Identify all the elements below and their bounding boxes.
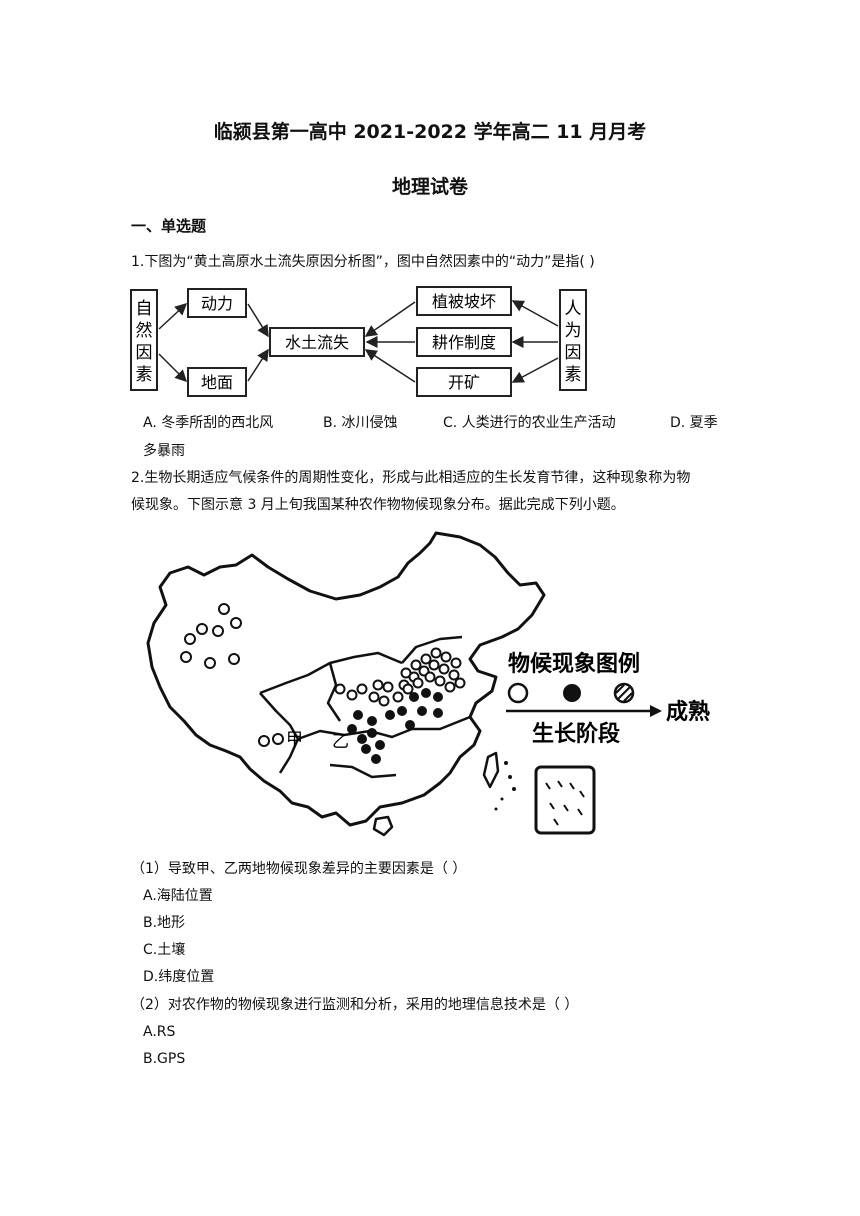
filled-circles-central — [347, 688, 443, 764]
q2-sub1-option-b: B.地形 — [143, 915, 186, 931]
human-char-2: 因 — [565, 343, 582, 363]
legend-arrow-end: 成熟 — [666, 699, 710, 725]
label-jia: 甲 — [286, 730, 303, 750]
q1-option-d-cont: 多暴雨 — [143, 443, 185, 459]
legend-arrow-label: 生长阶段 — [532, 721, 620, 747]
q2-sub1-option-d: D.纬度位置 — [143, 969, 215, 985]
power-label: 动力 — [201, 294, 233, 313]
china-outline — [146, 531, 546, 827]
q2-stem-line1: 2.生物长期适应气候条件的周期性变化，形成与此相适应的生长发育节律，这种现象称为… — [131, 470, 691, 486]
legend-arrowhead — [650, 705, 662, 717]
exam-title: 临颍县第一高中 2021-2022 学年高二 11 月月考 — [213, 121, 647, 143]
farming-box — [416, 327, 512, 357]
q1-option-a: A. 冬季所刮的西北风 — [143, 415, 274, 431]
taiwan-island — [482, 751, 500, 789]
section-heading: 一、单选题 — [131, 217, 207, 235]
open-circles-north — [334, 647, 466, 707]
label-yi: 乙 — [332, 732, 349, 752]
vegetation-box — [416, 286, 512, 316]
natural-factors-box: 自 然 因 素 — [130, 289, 158, 391]
south-sea-inset — [534, 765, 596, 835]
q2-sub1-stem: （1）导致甲、乙两地物候现象差异的主要因素是（ ） — [131, 861, 467, 877]
farming-label: 耕作制度 — [432, 333, 496, 352]
q2-sub2-option-b: B.GPS — [143, 1051, 186, 1067]
power-box — [187, 288, 247, 318]
hainan-island — [372, 815, 394, 837]
human-char-0: 人 — [565, 299, 582, 319]
legend-title: 物候现象图例 — [508, 651, 640, 677]
q1-cause-diagram: 自 然 因 素 人 为 因 素 动力 地面 水土流失 植被坡坏 耕作制度 开矿 — [130, 286, 587, 397]
ground-box — [187, 367, 247, 397]
human-factors-box: 人 为 因 素 — [559, 289, 587, 391]
natural-char-2: 因 — [136, 343, 153, 363]
q2-sub1-option-a: A.海陆位置 — [143, 888, 213, 904]
q1-stem: 1.下图为“黄土高原水土流失原因分析图”，图中自然因素中的“动力”是指( ) — [131, 254, 595, 270]
q2-sub1-option-c: C.土壤 — [143, 942, 186, 958]
natural-char-1: 然 — [136, 321, 153, 341]
vegetation-label: 植被坡坏 — [432, 292, 496, 311]
natural-char-3: 素 — [136, 365, 153, 385]
legend-filled-circle — [563, 684, 581, 702]
human-char-3: 素 — [565, 365, 582, 385]
mining-box — [416, 367, 512, 397]
q2-stem-line2: 候现象。下图示意 3 月上旬我国某种农作物物候现象分布。据此完成下列小题。 — [131, 497, 625, 513]
ground-label: 地面 — [201, 373, 233, 392]
legend-open-circle — [507, 682, 529, 704]
natural-char-0: 自 — [136, 299, 153, 319]
diagram-arrows — [158, 300, 559, 383]
soil-erosion-label: 水土流失 — [285, 333, 349, 352]
mining-label: 开矿 — [448, 373, 480, 392]
open-circles-west — [180, 603, 284, 747]
q1-option-b: B. 冰川侵蚀 — [323, 415, 398, 431]
phenology-map: 甲 乙 物候现象图例 成熟 生长阶段 — [146, 531, 710, 837]
human-char-1: 为 — [565, 321, 582, 341]
legend-hatched-circle — [613, 682, 635, 704]
soil-erosion-box — [269, 327, 365, 357]
q1-option-c: C. 人类进行的农业生产活动 — [443, 415, 616, 431]
q2-sub2-stem: （2）对农作物的物候现象进行监测和分析，采用的地理信息技术是（ ） — [131, 997, 579, 1013]
q2-sub2-option-a: A.RS — [143, 1024, 176, 1040]
q1-option-d: D. 夏季 — [670, 415, 718, 431]
exam-subtitle: 地理试卷 — [391, 176, 468, 198]
